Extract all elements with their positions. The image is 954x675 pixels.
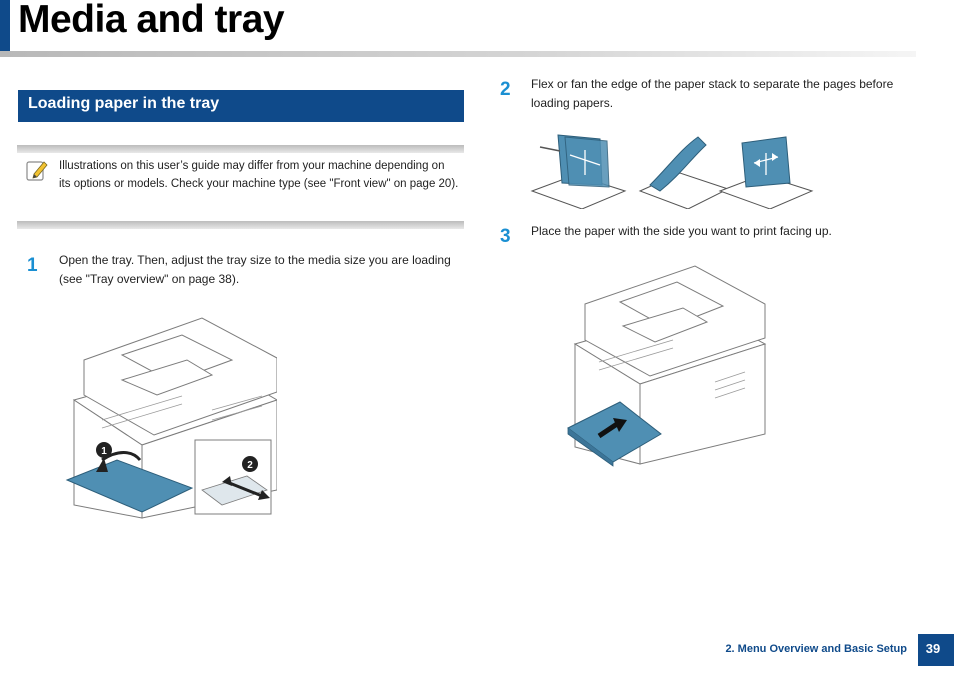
step-3-number: 3: [500, 226, 511, 247]
note-box: Illustrations on this user’s guide may d…: [17, 145, 464, 229]
note-pencil-icon: [26, 161, 48, 181]
page-title: Media and tray: [18, 0, 285, 41]
callout-1: 1: [101, 446, 107, 457]
callout-2: 2: [247, 460, 253, 471]
note-text: Illustrations on this user’s guide may d…: [59, 160, 459, 190]
step-1-text: Open the tray. Then, adjust the tray siz…: [59, 253, 451, 286]
printer-open-tray-illustration: 1 2: [65, 317, 277, 519]
step-1-number: 1: [27, 255, 38, 276]
step-2-number: 2: [500, 79, 511, 100]
title-accent-bar: [0, 0, 10, 52]
step-2-text: Flex or fan the edge of the paper stack …: [531, 77, 894, 110]
note-bottom-rule: [17, 221, 464, 229]
section-header: Loading paper in the tray: [18, 90, 464, 122]
page-number-box: 39: [918, 634, 954, 666]
printer-load-paper-illustration: [567, 265, 767, 467]
step-3-text: Place the paper with the side you want t…: [531, 224, 832, 238]
section-title: Loading paper in the tray: [28, 95, 220, 112]
page-number: 39: [925, 641, 941, 656]
footer-chapter: 2. Menu Overview and Basic Setup: [725, 643, 907, 655]
title-divider: [0, 51, 916, 57]
paper-fan-illustration: [530, 134, 814, 209]
note-top-rule: [17, 145, 464, 153]
